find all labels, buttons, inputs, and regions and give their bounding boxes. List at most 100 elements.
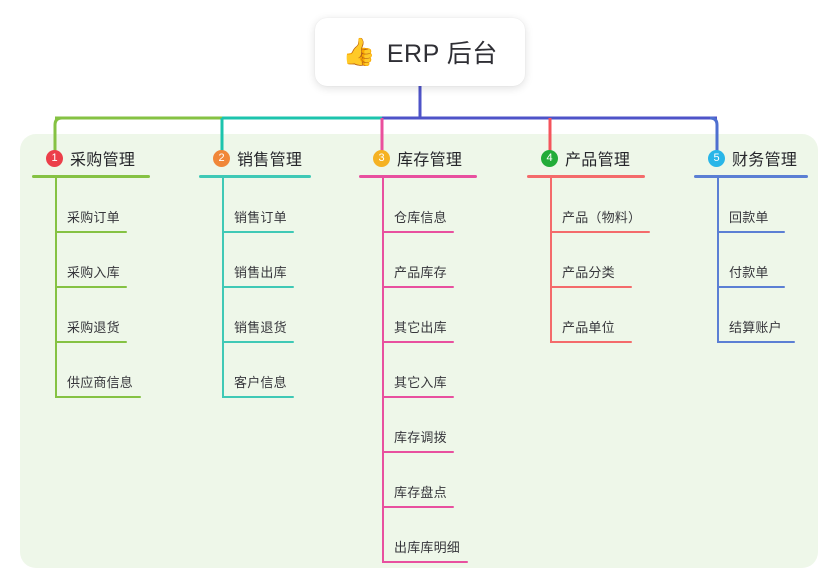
branch-item-underline <box>550 341 632 343</box>
branch-item-label: 销售订单 <box>234 210 287 225</box>
branch-item-underline <box>717 286 785 288</box>
branch-item-label: 采购入库 <box>67 265 120 280</box>
branch-item-underline <box>55 396 141 398</box>
branch-column-1: 1 采购管理采购订单采购入库采购退货供应商信息 <box>32 146 180 398</box>
branch-item[interactable]: 产品单位 <box>550 288 672 343</box>
branch-title: 库存管理 <box>397 152 463 169</box>
branch-item[interactable]: 产品分类 <box>550 233 672 288</box>
branch-item-list: 采购订单采购入库采购退货供应商信息 <box>32 178 180 398</box>
branch-item-underline <box>382 231 454 233</box>
branch-item-underline <box>382 396 454 398</box>
branch-item-underline <box>222 231 294 233</box>
branch-item-underline <box>222 341 294 343</box>
branch-title: 财务管理 <box>732 152 798 169</box>
branch-item[interactable]: 产品库存 <box>382 233 504 288</box>
branch-item[interactable]: 客户信息 <box>222 343 339 398</box>
branch-item[interactable]: 出库库明细 <box>382 508 504 563</box>
branch-item-label: 采购订单 <box>67 210 120 225</box>
branch-item-label: 产品单位 <box>562 320 615 335</box>
branch-item-underline <box>717 341 795 343</box>
branch-item-list: 回款单付款单结算账户 <box>694 178 818 343</box>
branch-item-underline <box>550 231 650 233</box>
branch-item[interactable]: 其它入库 <box>382 343 504 398</box>
branch-item[interactable]: 采购入库 <box>55 233 180 288</box>
branch-item[interactable]: 销售退货 <box>222 288 339 343</box>
branch-item-label: 回款单 <box>729 210 769 225</box>
branch-column-4: 4 产品管理产品（物料） 产品分类产品单位 <box>527 146 672 343</box>
branch-header-2[interactable]: 2 销售管理 <box>199 146 339 170</box>
branch-item[interactable]: 采购订单 <box>55 178 180 233</box>
branch-number-badge: 2 <box>213 149 230 167</box>
branch-underline <box>527 175 645 178</box>
branch-item-label: 出库库明细 <box>394 540 461 555</box>
branch-item-underline <box>55 286 127 288</box>
branch-item-label: 销售退货 <box>234 320 287 335</box>
branch-item-label: 销售出库 <box>234 265 287 280</box>
branch-item-label: 客户信息 <box>234 375 287 390</box>
branch-header-5[interactable]: 5 财务管理 <box>694 146 818 170</box>
branch-spine <box>382 178 384 563</box>
branch-underline <box>32 175 150 178</box>
branch-number-badge: 4 <box>541 149 558 167</box>
root-node-title: ERP 后台 <box>386 40 498 68</box>
branch-item-list: 产品（物料） 产品分类产品单位 <box>527 178 672 343</box>
branch-title: 采购管理 <box>70 152 136 169</box>
branch-header-1[interactable]: 1 采购管理 <box>32 146 180 170</box>
branch-spine <box>717 178 719 343</box>
branch-title: 产品管理 <box>565 152 631 169</box>
branch-item-underline <box>55 231 127 233</box>
branch-item-underline <box>382 561 468 563</box>
branch-item-label: 仓库信息 <box>394 210 447 225</box>
branch-item[interactable]: 回款单 <box>717 178 818 233</box>
branch-spine <box>222 178 224 398</box>
root-node-card[interactable]: 👍 ERP 后台 <box>315 18 525 86</box>
branch-item-underline <box>550 286 632 288</box>
branch-item[interactable]: 仓库信息 <box>382 178 504 233</box>
branch-item-underline <box>717 231 785 233</box>
branch-item[interactable]: 其它出库 <box>382 288 504 343</box>
branch-item-label: 供应商信息 <box>67 375 134 390</box>
branch-title: 销售管理 <box>237 152 303 169</box>
branch-item-label: 库存盘点 <box>394 485 447 500</box>
branch-item-underline <box>55 341 127 343</box>
branch-number-badge: 3 <box>373 149 390 167</box>
branch-item[interactable]: 供应商信息 <box>55 343 180 398</box>
branch-spine <box>550 178 552 343</box>
branch-item-label: 产品（物料） <box>562 210 642 225</box>
branch-header-3[interactable]: 3 库存管理 <box>359 146 504 170</box>
branch-item-list: 销售订单销售出库销售退货客户信息 <box>199 178 339 398</box>
branch-item-label: 产品库存 <box>394 265 447 280</box>
branch-number-badge: 5 <box>708 149 725 167</box>
branch-item[interactable]: 销售出库 <box>222 233 339 288</box>
branch-spine <box>55 178 57 398</box>
branch-item-underline <box>382 286 454 288</box>
branch-item-label: 其它入库 <box>394 375 447 390</box>
branch-item-label: 结算账户 <box>729 320 782 335</box>
branch-item-list: 仓库信息产品库存其它出库其它入库库存调拨库存盘点出库库明细 <box>359 178 504 563</box>
branch-item-underline <box>222 396 294 398</box>
branch-item[interactable]: 结算账户 <box>717 288 818 343</box>
branch-number-badge: 1 <box>46 149 63 167</box>
branch-item-label: 采购退货 <box>67 320 120 335</box>
branch-underline <box>694 175 808 178</box>
branch-item-label: 产品分类 <box>562 265 615 280</box>
branch-column-2: 2 销售管理销售订单销售出库销售退货客户信息 <box>199 146 339 398</box>
thumbs-up-icon: 👍 <box>342 36 376 67</box>
branch-item[interactable]: 产品（物料） <box>550 178 672 233</box>
branch-item-label: 库存调拨 <box>394 430 447 445</box>
branch-item[interactable]: 销售订单 <box>222 178 339 233</box>
branch-item[interactable]: 库存调拨 <box>382 398 504 453</box>
branch-item-underline <box>222 286 294 288</box>
branch-item[interactable]: 付款单 <box>717 233 818 288</box>
branch-item-underline <box>382 506 454 508</box>
branch-item[interactable]: 采购退货 <box>55 288 180 343</box>
branch-header-4[interactable]: 4 产品管理 <box>527 146 672 170</box>
branch-item-label: 付款单 <box>729 265 769 280</box>
branch-item-underline <box>382 341 454 343</box>
diagram-background-panel <box>20 134 818 568</box>
branch-item[interactable]: 库存盘点 <box>382 453 504 508</box>
branch-underline <box>199 175 311 178</box>
branch-item-label: 其它出库 <box>394 320 447 335</box>
branch-column-3: 3 库存管理仓库信息产品库存其它出库其它入库库存调拨库存盘点出库库明细 <box>359 146 504 563</box>
